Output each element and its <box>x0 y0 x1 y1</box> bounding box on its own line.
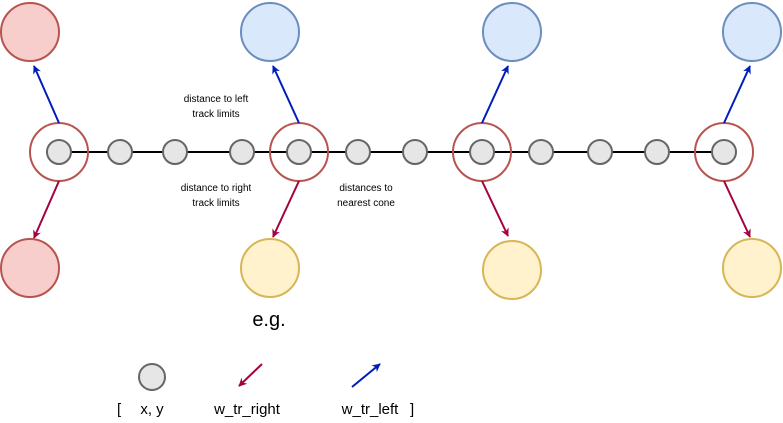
track-point <box>229 139 255 165</box>
right-width-arrow <box>481 180 509 237</box>
right-width-arrow <box>723 180 751 238</box>
track-point <box>162 139 188 165</box>
legend-right-arrow-icon <box>238 363 263 387</box>
track-point <box>711 139 737 165</box>
track-point <box>107 139 133 165</box>
legend: [ x, y w_tr_right w_tr_left ] <box>117 363 414 418</box>
blue-cone <box>482 2 542 62</box>
legend-w-tr-left-label: w_tr_left <box>341 401 400 418</box>
track-point <box>528 139 554 165</box>
track-point <box>402 139 428 165</box>
legend-open-bracket: [ <box>117 401 122 418</box>
left-width-arrow <box>272 65 300 124</box>
legend-w-tr-right-label: w_tr_right <box>213 401 281 418</box>
width-arrows <box>33 65 751 239</box>
left-width-arrow <box>481 65 509 124</box>
legend-xy-label: x, y <box>140 401 164 418</box>
right-width-arrow <box>272 180 300 238</box>
track-point <box>587 139 613 165</box>
cones <box>0 2 782 300</box>
annotations: distance to left track limits distance t… <box>181 94 396 331</box>
red-cone <box>0 238 60 298</box>
legend-close-bracket: ] <box>410 401 414 418</box>
example-label: e.g. <box>252 309 285 331</box>
right-width-arrow <box>33 180 60 239</box>
red-cone <box>0 2 60 62</box>
yellow-cone <box>240 238 300 298</box>
track-point <box>644 139 670 165</box>
track-point <box>286 139 312 165</box>
legend-left-arrow-icon <box>351 363 381 388</box>
track-point <box>345 139 371 165</box>
legend-point-icon <box>138 363 166 391</box>
track-point <box>46 139 72 165</box>
left-width-arrow <box>33 65 60 124</box>
left-limits-label: track limits <box>192 109 239 120</box>
right-limits-label: distance to right <box>181 183 252 194</box>
track-points <box>46 139 737 165</box>
left-width-arrow <box>723 65 751 124</box>
right-limits-label: track limits <box>192 198 239 209</box>
left-limits-label: distance to left <box>184 94 249 105</box>
cone-distance-label: distances to <box>339 183 393 194</box>
yellow-cone <box>722 238 782 298</box>
track-point <box>469 139 495 165</box>
blue-cone <box>240 2 300 62</box>
blue-cone <box>722 2 782 62</box>
cone-distance-label: nearest cone <box>337 198 395 209</box>
yellow-cone <box>482 240 542 300</box>
